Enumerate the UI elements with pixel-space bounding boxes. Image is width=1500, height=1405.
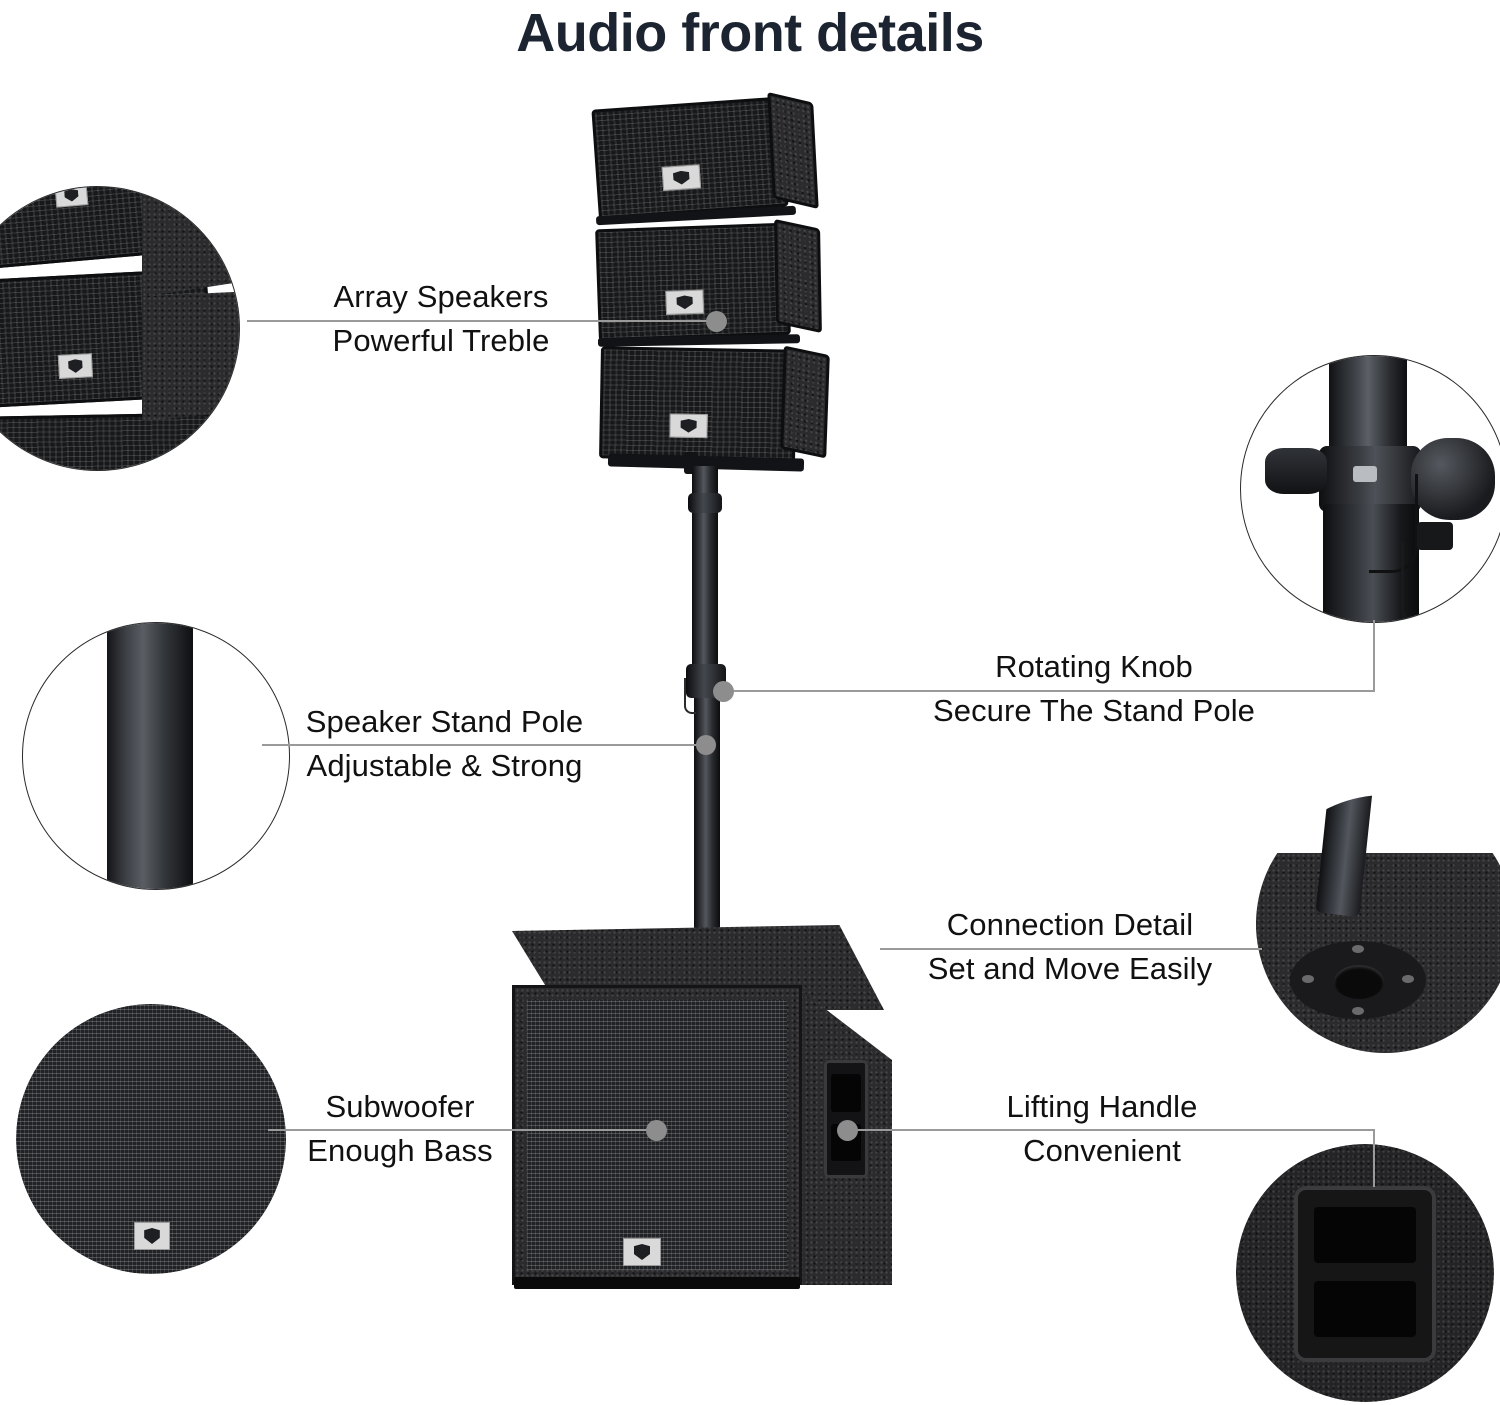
shield-icon (673, 170, 690, 185)
stand-pole-anchor-dot (696, 735, 716, 755)
pole-adjust-knob (688, 493, 722, 513)
inset-screw-bottom (1352, 1007, 1364, 1015)
brand-badge (665, 289, 705, 315)
callout-speaker-stand-pole: Speaker Stand Pole Adjustable & Strong (272, 700, 617, 788)
brand-badge (669, 413, 708, 439)
connection-detail-connector (880, 948, 1262, 950)
callout-connection-detail: Connection Detail Set and Move Easily (905, 903, 1235, 991)
callout-subtitle: Powerful Treble (332, 323, 550, 358)
array-speaker-grille-closeup (0, 186, 240, 471)
inset-handle-recess (1294, 1186, 1436, 1362)
lifting-handle-connector (846, 1129, 1374, 1131)
cabinet-side-panel (767, 91, 819, 210)
page-title: Audio front details (516, 3, 984, 63)
inset-pole-tube (107, 623, 193, 889)
array-speaker-top (591, 96, 789, 220)
callout-subwoofer: Subwoofer Enough Bass (290, 1085, 510, 1173)
callout-array-speakers: Array Speakers Powerful Treble (305, 275, 577, 363)
callout-subtitle: Set and Move Easily (927, 951, 1213, 986)
callout-title: Speaker Stand Pole (305, 704, 584, 739)
brand-badge (134, 1222, 170, 1250)
brand-badge (57, 353, 94, 379)
shield-icon (633, 1243, 651, 1261)
inset-handle-slot-lower (1313, 1281, 1417, 1338)
rotating-knob-connector (722, 690, 1374, 692)
shield-icon (680, 419, 697, 433)
shield-icon (68, 359, 83, 373)
rotating-knob-anchor-dot (713, 681, 734, 702)
inset-screw-top (1352, 945, 1364, 953)
inset-side-panel-b (142, 291, 239, 421)
shield-icon (144, 1227, 160, 1245)
callout-subtitle: Enough Bass (307, 1133, 493, 1168)
callout-title: Lifting Handle (1006, 1089, 1198, 1124)
speaker-grille (599, 346, 797, 462)
stand-pole-lower (694, 680, 720, 966)
brand-badge (661, 164, 702, 191)
array-speaker-middle (595, 222, 791, 342)
callout-lifting-handle: Lifting Handle Convenient (985, 1085, 1219, 1173)
rotating-knob-connector-vertical (1373, 620, 1375, 692)
array-speaker-bottom-side (780, 345, 830, 459)
callout-title: Connection Detail (946, 907, 1194, 942)
rotating-knob-closeup (1240, 355, 1500, 623)
cabinet-side-panel (780, 345, 830, 459)
callout-subtitle: Adjustable & Strong (306, 748, 583, 783)
array-speaker-top-side (767, 91, 819, 210)
speaker-grille (591, 96, 789, 220)
handle-slot-upper (831, 1074, 861, 1112)
inset-screw-right (1402, 975, 1414, 983)
inset-lock-block (1417, 522, 1453, 550)
pole-socket-closeup (1256, 795, 1500, 1053)
subwoofer-anchor-dot (646, 1120, 667, 1141)
array-speaker-middle-side (774, 218, 822, 334)
callout-title: Array Speakers (333, 279, 549, 314)
subwoofer-grille (527, 1000, 787, 1270)
inset-socket-hole (1334, 965, 1384, 999)
lifting-handle-anchor-dot (837, 1120, 858, 1141)
inset-cabinet-c (0, 412, 217, 470)
knob-lanyard (684, 678, 696, 714)
inset-side-panel-a (142, 187, 239, 297)
subwoofer-base-rail (514, 1277, 800, 1289)
speaker-grille (595, 222, 791, 342)
lifting-handle-connector-vertical (1373, 1129, 1375, 1187)
inset-clamp-wing (1265, 448, 1327, 494)
inset-handle-slot-upper (1313, 1207, 1417, 1264)
callout-subtitle: Secure The Stand Pole (932, 693, 1256, 728)
callout-rotating-knob: Rotating Knob Secure The Stand Pole (905, 645, 1283, 733)
callout-title: Rotating Knob (995, 649, 1193, 684)
cabinet-side-panel (774, 218, 822, 334)
subwoofer-front-frame (512, 985, 802, 1285)
brand-badge (623, 1238, 661, 1266)
lifting-handle-closeup (1236, 1144, 1494, 1402)
array-speakers-connector (247, 320, 715, 322)
inset-screw-left (1302, 975, 1314, 983)
inset-lanyard-loop (1401, 542, 1448, 622)
array-speakers-anchor-dot (706, 311, 727, 332)
brand-badge (54, 187, 89, 208)
subwoofer-connector (268, 1129, 656, 1131)
subwoofer-grille-closeup (16, 1004, 286, 1274)
inset-rotating-knob (1411, 438, 1495, 520)
array-speaker-bottom (599, 346, 797, 462)
stand-pole-closeup (22, 622, 290, 890)
inset-lanyard-cord (1369, 474, 1418, 573)
lifting-handle (824, 1060, 868, 1178)
stand-pole-connector (262, 744, 704, 746)
callout-title: Subwoofer (325, 1089, 475, 1124)
shield-icon (676, 295, 693, 309)
callout-subtitle: Convenient (1023, 1133, 1181, 1168)
shield-icon (64, 189, 79, 203)
inset-subwoofer-mesh (16, 1004, 286, 1274)
